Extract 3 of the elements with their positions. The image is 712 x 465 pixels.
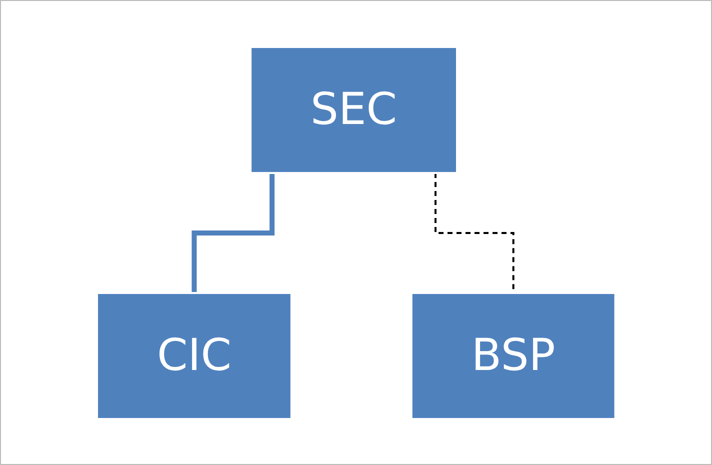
node-box: SEC <box>249 46 458 174</box>
node-box: CIC <box>96 292 292 420</box>
node-box: BSP <box>410 292 616 420</box>
